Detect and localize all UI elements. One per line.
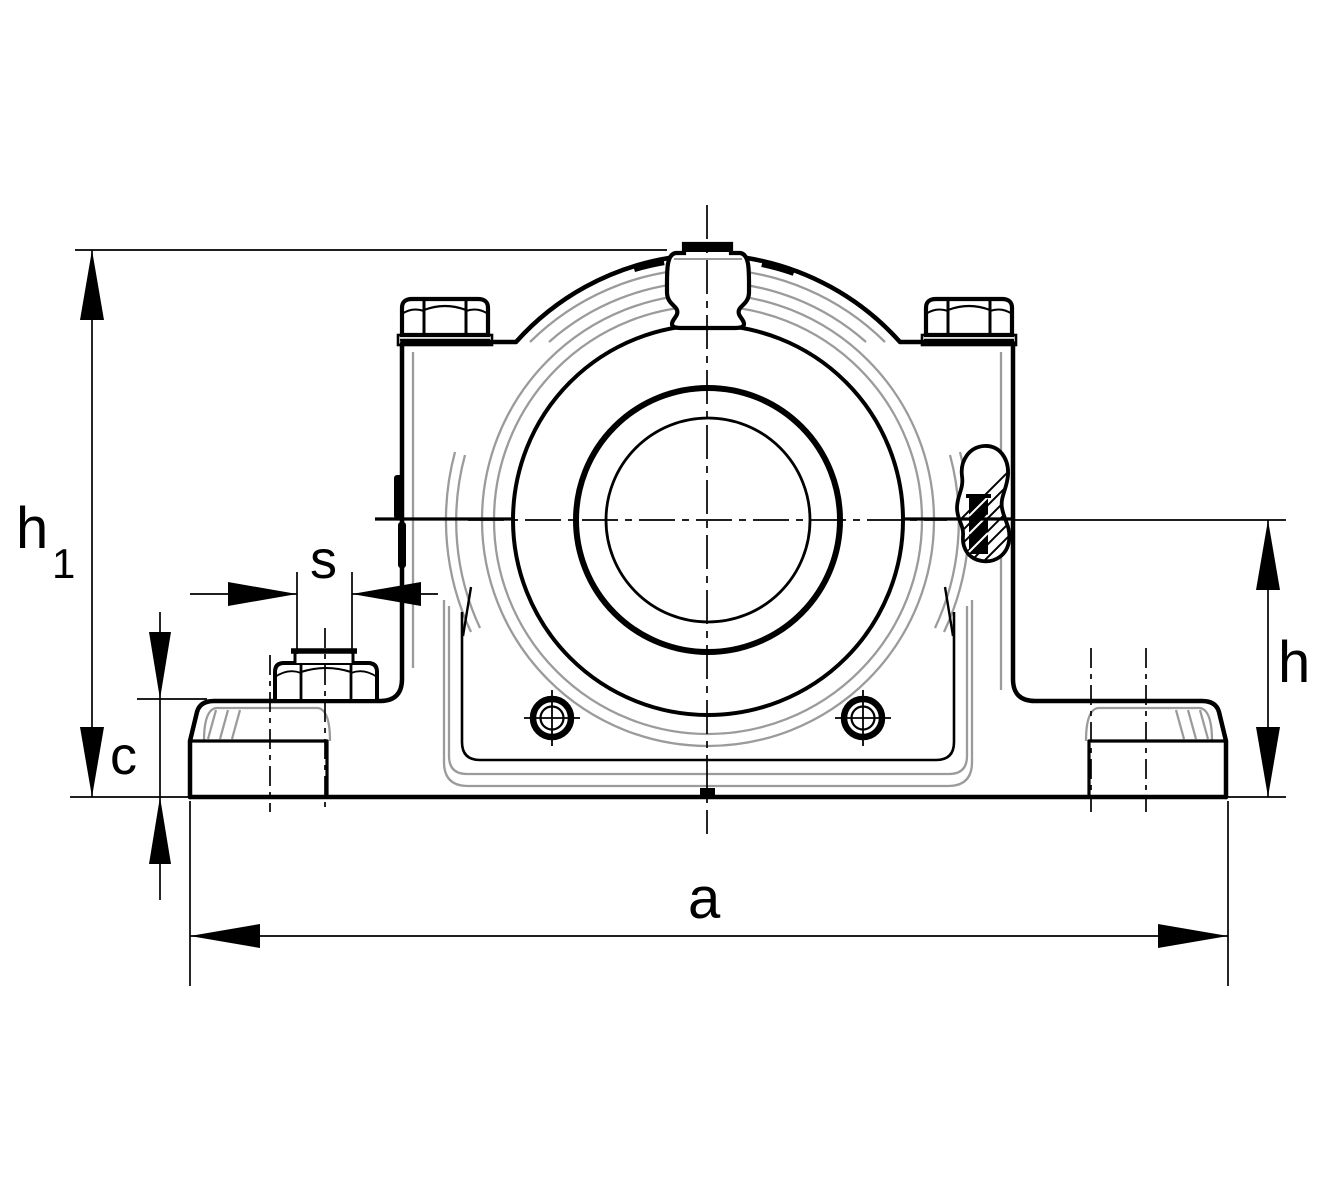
h1-arrow-down [80, 727, 104, 797]
foot-draft-left-3 [230, 709, 242, 740]
h-arrow-down [1256, 727, 1280, 797]
dimension-label-a: a [688, 866, 721, 931]
centerlines [269, 205, 1147, 834]
bolt-chamfer-side-r [989, 308, 1013, 315]
bolt-chamfer-side-r [465, 308, 489, 315]
foot-draft-left-2 [218, 709, 230, 740]
foot-draft-right-1 [1198, 709, 1210, 740]
c-arrow-down [149, 632, 171, 699]
base-bottom-notch [700, 788, 715, 797]
foot-draft-right-3 [1174, 709, 1186, 740]
side-arc-left-1 [444, 451, 473, 633]
bolt-chamfer [423, 304, 467, 312]
cap-bolt-right [920, 296, 1018, 347]
dimension-a: a [189, 801, 1229, 986]
split-line [375, 517, 1286, 521]
foot-draft-right-2 [1186, 709, 1198, 740]
base-panel-gray-inner [447, 606, 969, 776]
nut-chamfer [300, 667, 352, 673]
dimension-s: s [190, 530, 438, 654]
bolt-chamfer-side-l [401, 308, 425, 315]
nut-chamfer-side-r [350, 670, 378, 678]
dimension-c: c [110, 612, 207, 900]
a-arrow-left [190, 924, 260, 948]
wall-blend-right [943, 586, 955, 637]
c-arrow-up [149, 797, 171, 864]
nut-chamfer-side-l [274, 670, 302, 678]
dimension-label-h1: h [16, 496, 48, 561]
s-arrow-right [228, 582, 297, 606]
base-face-details [524, 690, 891, 797]
dimension-label-h1-sub: 1 [52, 540, 75, 587]
dimension-label-s: s [310, 530, 337, 590]
bolt-washer [920, 333, 1018, 347]
base-panel-gray-outer [442, 600, 974, 788]
top-lug-body [664, 241, 752, 331]
wall-blend-left [461, 586, 473, 637]
flange-lug-lower [398, 522, 406, 568]
a-arrow-right [1158, 924, 1228, 948]
bolt-washer [396, 333, 494, 347]
locating-stud-nut [273, 648, 379, 703]
lubrication-hole-marker-right [835, 690, 891, 746]
h1-arrow-up [80, 250, 104, 320]
dimension-label-h: h [1278, 630, 1310, 695]
casting-contour-lines [202, 267, 1214, 788]
h-arrow-up [1256, 520, 1280, 590]
flange-lug-upper [394, 475, 403, 519]
bolt-chamfer-side-l [925, 308, 949, 315]
side-arc-right-2 [933, 454, 960, 629]
arch-seam-dash-right [761, 260, 796, 276]
arch-seam-dash-left [633, 258, 665, 273]
bolt-head [923, 296, 1015, 338]
foot-boss-contour-left [202, 706, 332, 742]
foot-boss-contour-right [1084, 706, 1214, 742]
cap-bolt-left [396, 296, 494, 347]
dimension-label-c: c [110, 726, 137, 786]
s-arrow-left [352, 582, 421, 606]
lubrication-hole-marker-left [524, 690, 580, 746]
foot-draft-left-1 [206, 709, 218, 740]
base-inner-structure [460, 586, 956, 762]
bolt-chamfer [947, 304, 991, 312]
bolt-head [399, 296, 491, 338]
split-flange-lugs [394, 475, 406, 568]
dimension-h: h [1226, 520, 1310, 798]
dimension-h1: h 1 [16, 249, 667, 798]
side-arc-left-2 [455, 454, 482, 629]
base-panel-outline [460, 612, 956, 762]
